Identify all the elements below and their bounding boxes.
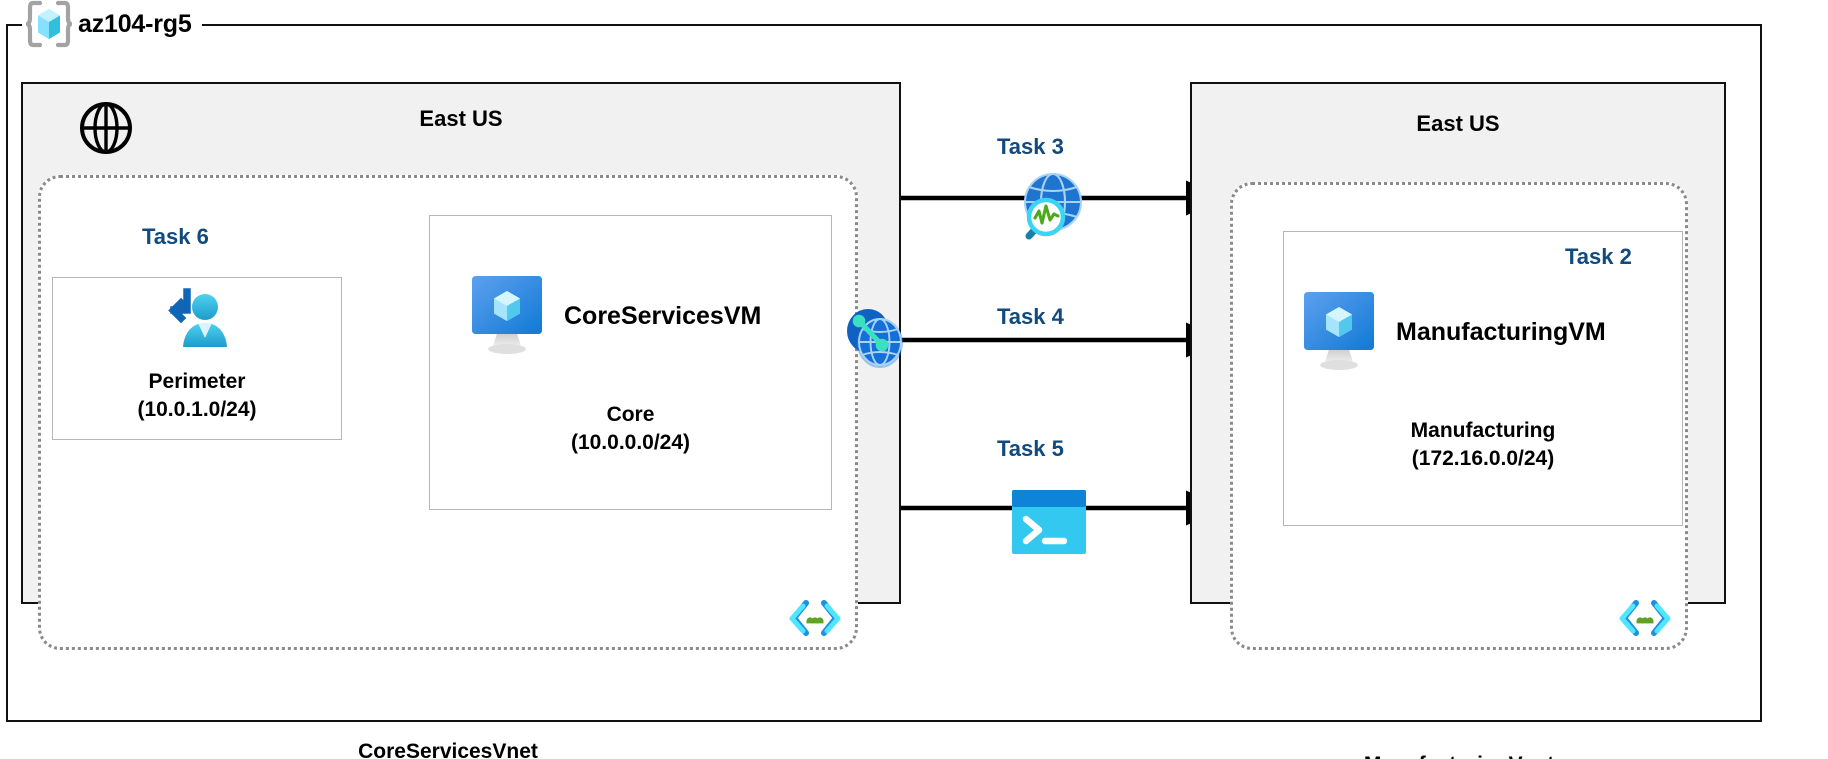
region-label-right: East US: [1416, 111, 1500, 136]
task-label-5: Task 5: [997, 436, 1064, 461]
subnet-label-manufacturing: Manufacturing (172.16.0.0/24): [1284, 417, 1682, 472]
virtual-machine-icon: [1300, 288, 1378, 377]
virtual-machine-icon: [468, 272, 546, 361]
resource-group-name: az104-rg5: [78, 9, 192, 38]
resource-group-header: az104-rg5: [22, 0, 202, 48]
subnet-label-core: Core (10.0.0.0/24): [430, 401, 831, 456]
subnet-label-perimeter: Perimeter (10.0.1.0/24): [53, 368, 341, 423]
resource-group-cube-icon: [26, 0, 72, 48]
subnet-name-perimeter: Perimeter: [148, 370, 246, 393]
vm-name-core: CoreServicesVM: [564, 302, 762, 330]
vnet-label-core: CoreServicesVnet (10.0.0.0/16): [41, 738, 855, 759]
user-login-icon: [160, 286, 232, 358]
subnet-cidr-perimeter: (10.0.1.0/24): [137, 397, 257, 421]
cloud-shell-icon: [1012, 490, 1086, 554]
subnet-cidr-manufacturing: (172.16.0.0/24): [1411, 446, 1555, 470]
subnet-box-manufacturing: Manufacturing (172.16.0.0/24): [1283, 231, 1683, 526]
vnet-label-manufacturing: ManufacturingVnet (172.16.0.0/16): [1233, 751, 1685, 759]
subnet-box-core: Core (10.0.0.0/24): [429, 215, 832, 510]
virtual-network-icon: [1619, 597, 1671, 639]
internet-globe-icon: [78, 100, 134, 156]
task-label-3: Task 3: [997, 134, 1064, 159]
vnet-name-core: CoreServicesVnet: [358, 740, 538, 759]
virtual-network-icon: [789, 597, 841, 639]
vnet-name-manufacturing: ManufacturingVnet: [1364, 753, 1554, 759]
region-label-left: East US: [419, 106, 503, 131]
task-label-4: Task 4: [997, 304, 1064, 329]
subnet-name-manufacturing: Manufacturing: [1410, 419, 1556, 442]
task-label-2: Task 2: [1565, 244, 1632, 269]
subnet-cidr-core: (10.0.0.0/24): [570, 430, 691, 454]
subnet-name-core: Core: [606, 403, 655, 426]
task-label-6: Task 6: [142, 224, 209, 249]
vnet-peering-icon: [838, 303, 912, 373]
vm-core-services: CoreServicesVM: [468, 272, 761, 361]
resource-group-frame: [6, 24, 1762, 722]
vm-manufacturing: ManufacturingVM: [1300, 288, 1606, 377]
network-watcher-icon: [1003, 170, 1087, 254]
vm-name-manufacturing: ManufacturingVM: [1396, 318, 1606, 346]
